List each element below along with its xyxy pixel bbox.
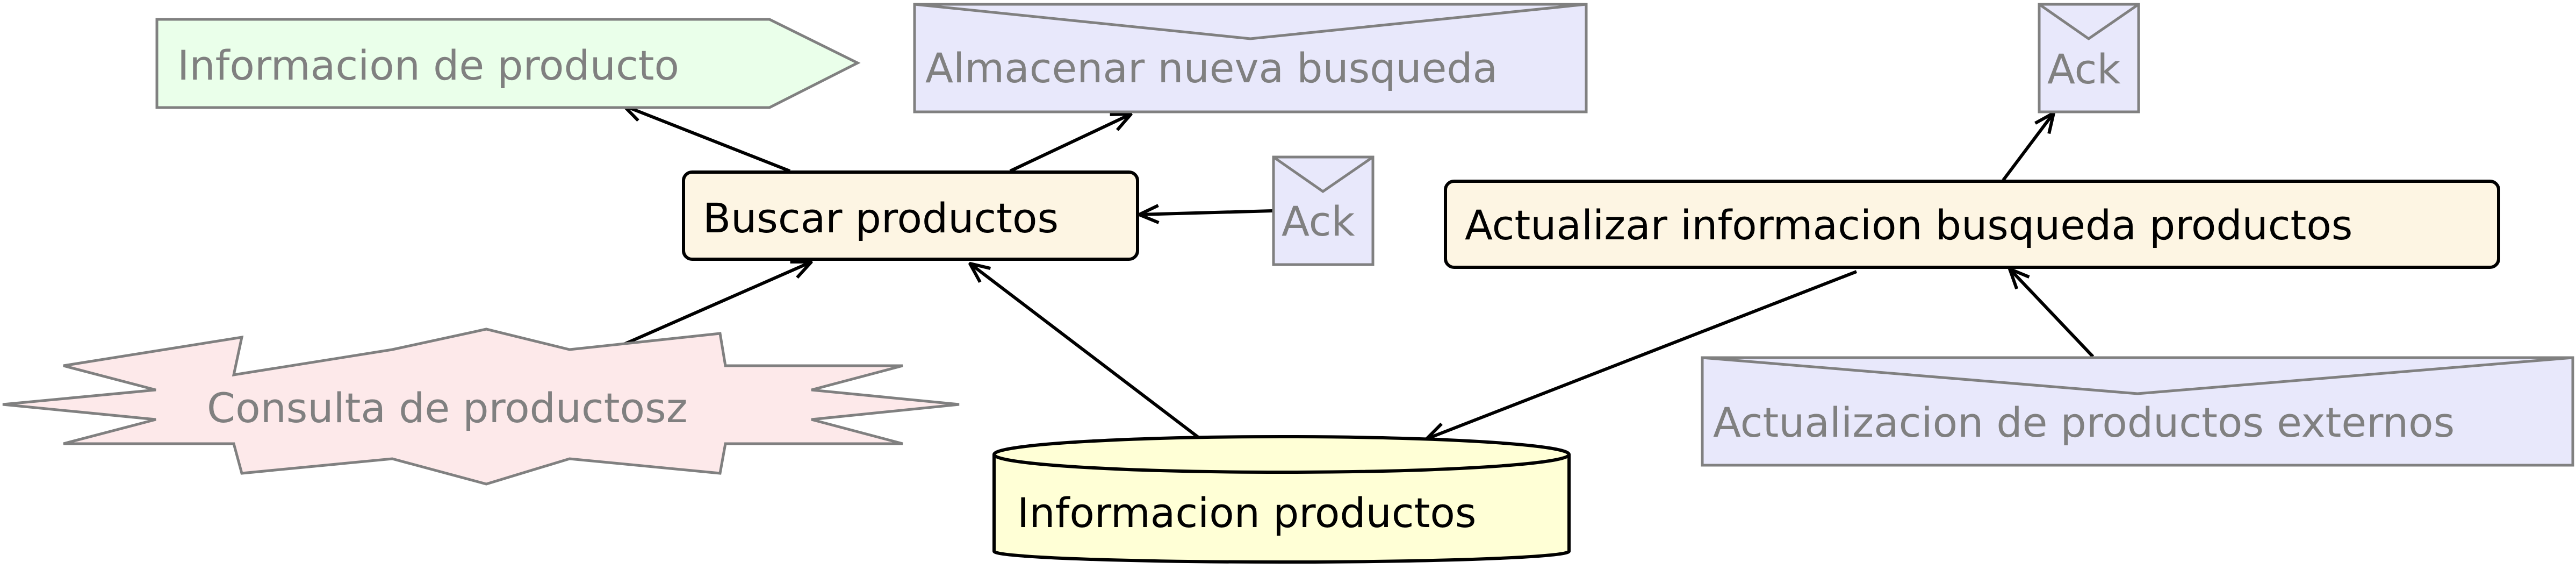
- edge-ack-to-buscar: [1139, 211, 1273, 215]
- actualizacion-externos-label: Actualizacion de productos externos: [1713, 399, 2455, 446]
- info-productos-store-body: [992, 454, 1571, 564]
- ack-mid-node[interactable]: Ack: [1272, 155, 1375, 266]
- buscar-node[interactable]: Buscar productos: [682, 170, 1139, 261]
- info-producto-shape: [155, 18, 861, 109]
- edge-actualizar-to-ack: [2002, 113, 2054, 181]
- ack-mid-shape: [1272, 155, 1375, 266]
- info-productos-store-label: Informacion productos: [1017, 489, 1476, 537]
- actualizacion-externos-envelope-flap: [1702, 356, 2573, 395]
- ack-mid-label: Ack: [1282, 197, 1355, 245]
- ack-top-shape: [2038, 3, 2140, 113]
- actualizar-info-label: Actualizar informacion busqueda producto…: [1465, 201, 2352, 249]
- edge-consulta-to-buscar: [617, 262, 811, 348]
- actualizar-info-node[interactable]: Actualizar informacion busqueda producto…: [1444, 180, 2500, 269]
- edge-buscar-to-info-producto: [623, 105, 791, 173]
- edge-store-to-buscar: [970, 264, 1199, 439]
- consulta-shape: [2, 328, 960, 486]
- almacenar-shape: [913, 3, 1588, 113]
- ack-top-node[interactable]: Ack: [2038, 3, 2140, 113]
- info-productos-store-node[interactable]: Informacion productos: [992, 435, 1571, 564]
- info-productos-store-top: [992, 435, 1571, 474]
- edge-actualizar-to-store: [1427, 270, 1858, 439]
- ack-top-label: Ack: [2047, 45, 2120, 93]
- buscar-shape: [682, 170, 1139, 261]
- ack-mid-envelope-flap: [1272, 155, 1374, 194]
- info-producto-label: Informacion de producto: [177, 41, 679, 89]
- ack-top-envelope-flap: [2038, 3, 2140, 41]
- info-producto-node[interactable]: Informacion de producto: [155, 18, 861, 109]
- actualizar-info-shape: [1444, 180, 2500, 269]
- connectors: [617, 105, 2095, 439]
- actualizacion-externos-node[interactable]: Actualizacion de productos externos: [1701, 356, 2574, 467]
- edge-externos-to-actualizar: [2010, 269, 2095, 358]
- almacenar-envelope-flap: [914, 3, 1587, 40]
- consulta-node[interactable]: Consulta de productosz: [2, 328, 960, 486]
- edge-buscar-to-almacenar: [1009, 114, 1131, 173]
- almacenar-label: Almacenar nueva busqueda: [925, 44, 1498, 92]
- actualizacion-externos-shape: [1701, 356, 2574, 467]
- buscar-label: Buscar productos: [703, 194, 1059, 242]
- almacenar-node[interactable]: Almacenar nueva busqueda: [913, 3, 1588, 113]
- consulta-label: Consulta de productosz: [207, 384, 688, 432]
